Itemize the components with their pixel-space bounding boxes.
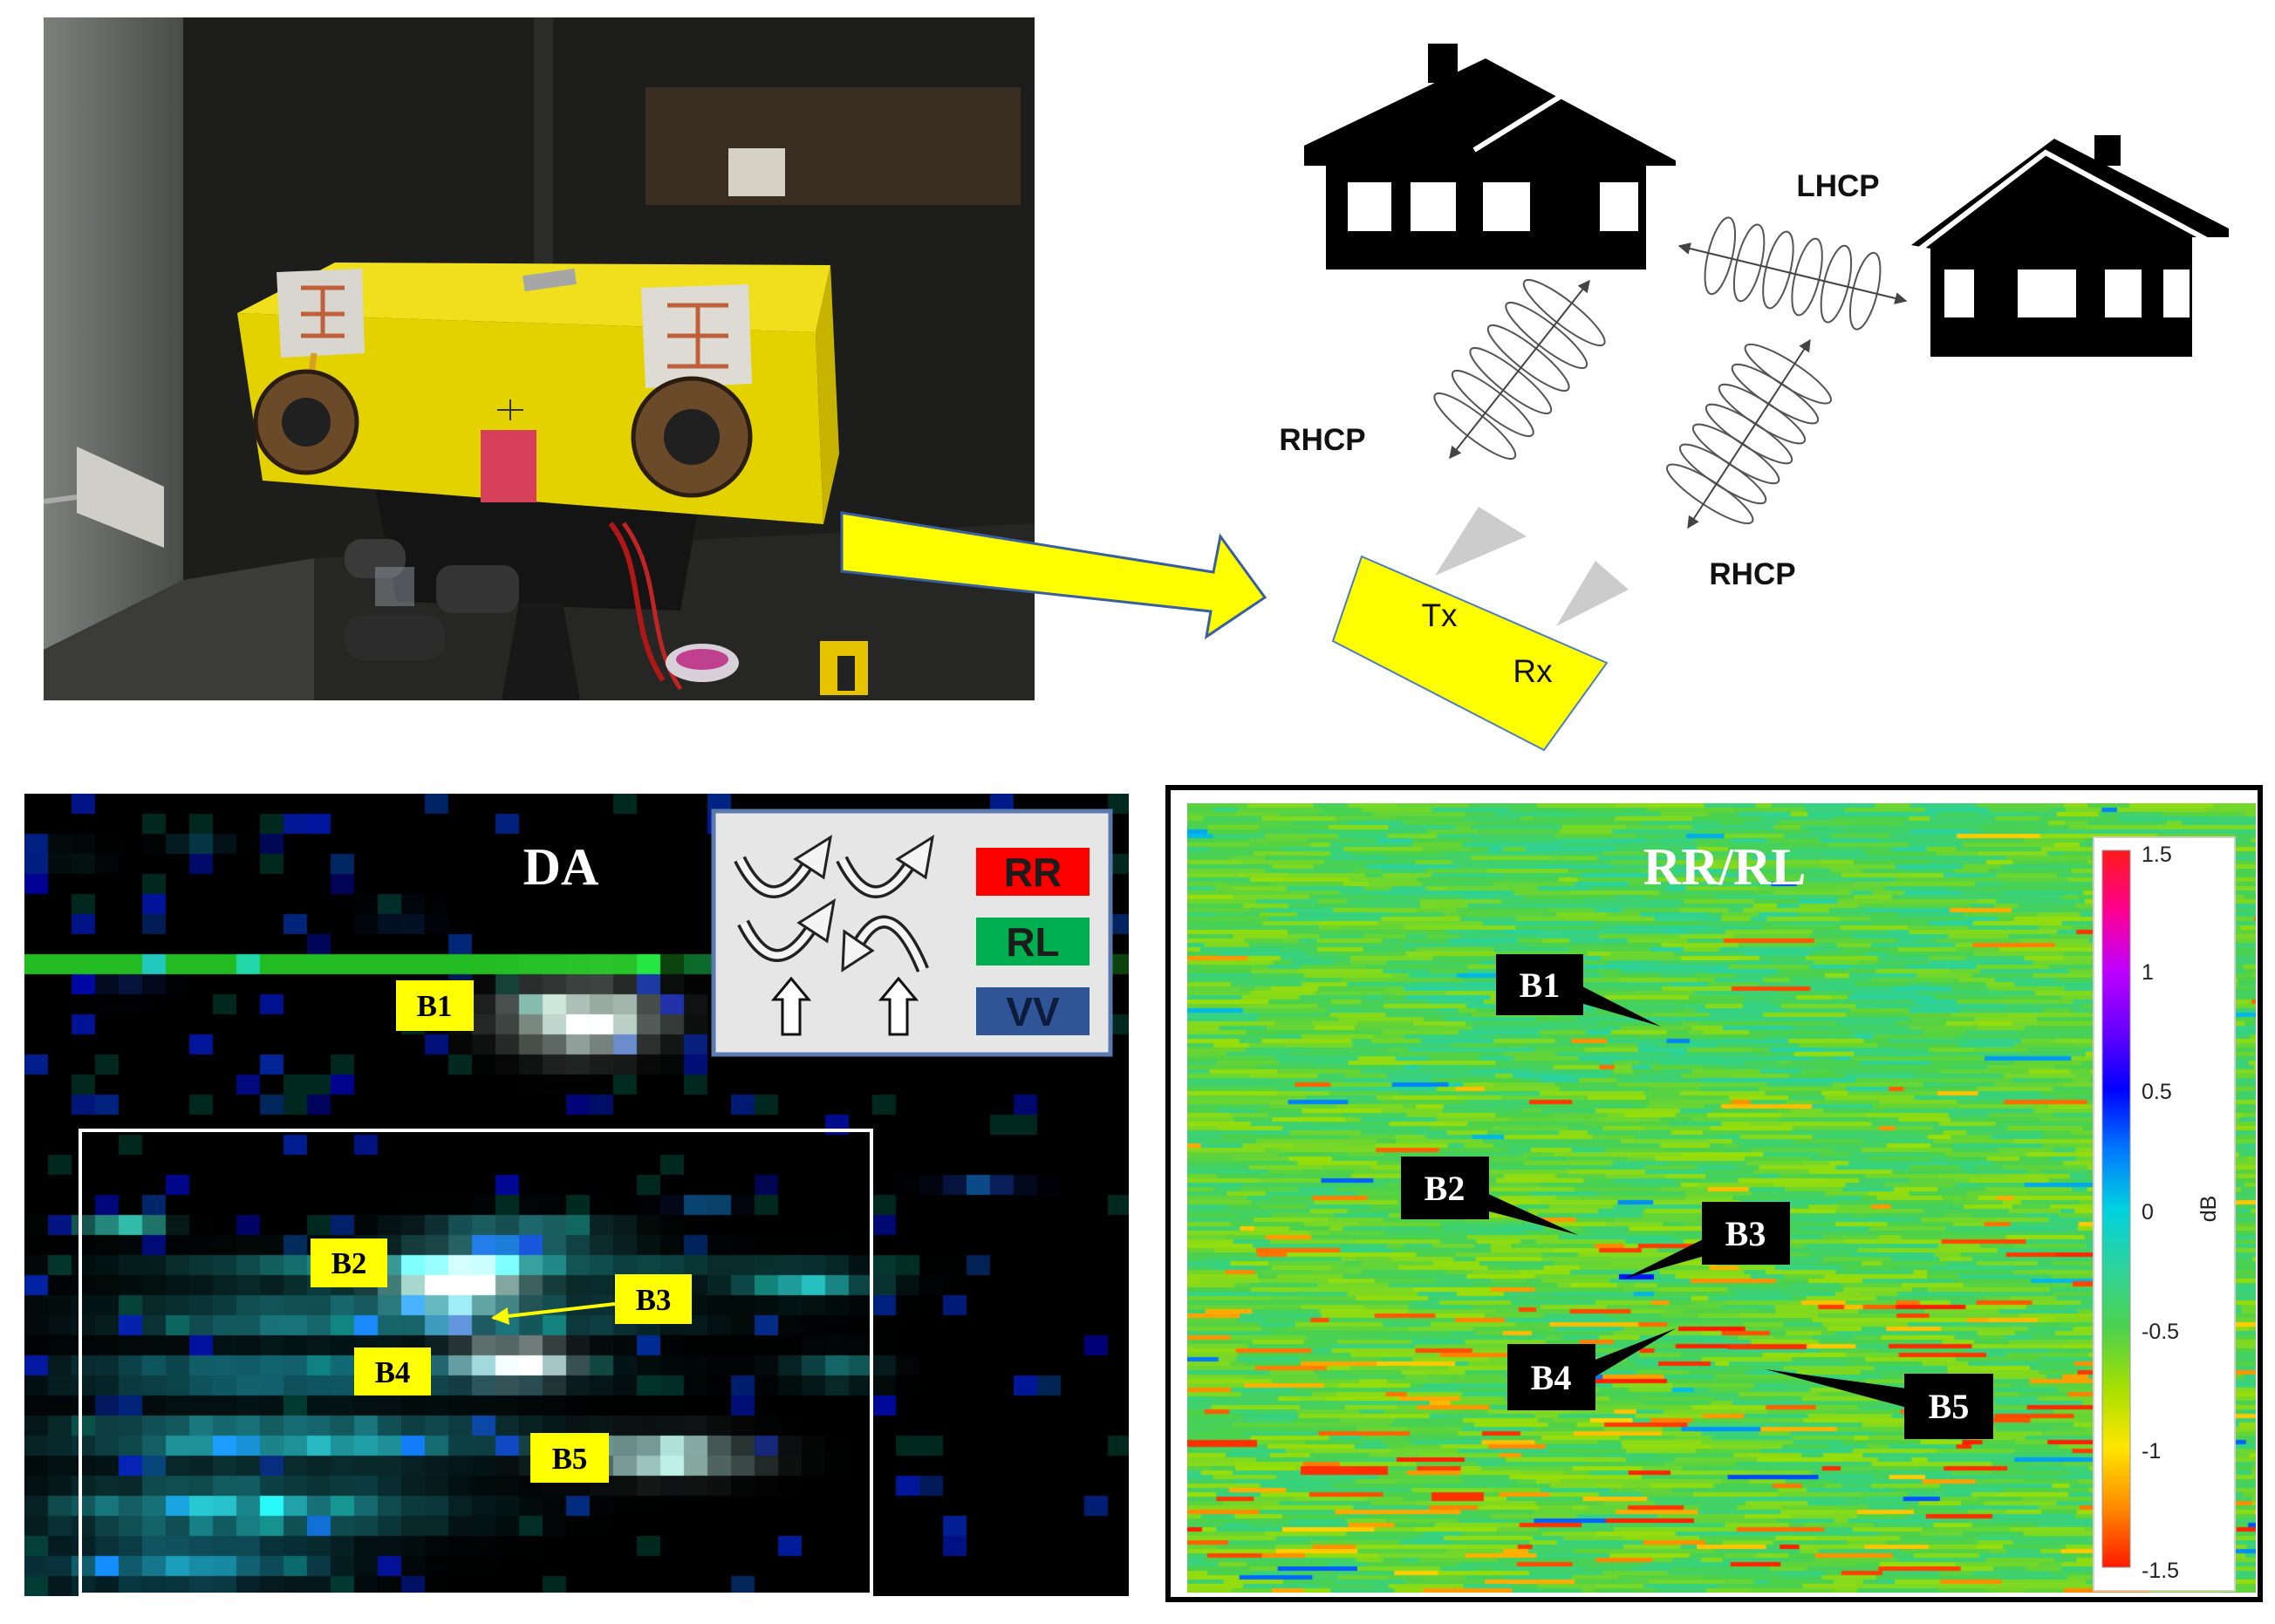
rhcp-helix-icon [1433,278,1606,461]
house-left-icon [1304,44,1676,270]
rhcp-helix-icon [1666,338,1832,529]
legend-vv-swatch [976,987,1090,1035]
colorbar-unit: dB [2196,1196,2221,1223]
rhcp-label-left: RHCP [1279,423,1365,457]
colorbar: 1.5 1 0.5 0 -0.5 -1 -1.5 dB [2093,836,2236,1592]
rrrl-panel: RR/RL B1 B2 B3 B4 B5 1.5 1 [1165,785,2263,1602]
rx-label: Rx [1513,653,1553,689]
legend-rr-swatch [976,848,1090,896]
radiator [77,447,164,548]
rrrl-label-text: B5 [1929,1387,1970,1426]
lhcp-helix-icon [1677,216,1908,331]
rrrl-label-text: B3 [1725,1214,1766,1253]
b3-pointer-arrow-icon [491,1302,616,1325]
b5-pointer [1766,1369,1907,1408]
legend-rl-label: RL [1006,919,1059,965]
radar-device-photo [43,17,1035,700]
colorbar-tick: 0 [2142,1200,2154,1225]
rrrl-title: RR/RL [1643,838,1807,896]
left-antenna [253,269,365,475]
rhcp-label-right: RHCP [1709,557,1795,591]
legend-rl-swatch [976,918,1090,966]
colorbar-tick: 1 [2142,960,2154,985]
da-label-text: B2 [331,1246,367,1280]
rrrl-label-b1: B1 [1496,954,1583,1015]
da-title: DA [523,838,599,896]
propagation-axis [1687,338,1811,529]
odd-bounce-arrows-icon [737,897,929,972]
b1-pointer [1581,986,1661,1027]
floor-left [44,558,314,700]
da-label-b2: B2 [311,1238,387,1287]
da-label-text: B3 [636,1283,672,1317]
rrrl-label-text: B4 [1531,1358,1572,1397]
b4-pointer [1593,1328,1676,1378]
wall-poster [728,148,785,196]
double-bounce-arrows-icon [734,834,935,898]
colorbar-tick: 0.5 [2142,1080,2172,1104]
yellow-pointer-arrow-icon [840,511,1267,640]
colorbar-tick: -0.5 [2142,1320,2179,1344]
colorbar-tick: -1.5 [2142,1559,2179,1583]
da-panel: DA [79,809,1113,1596]
legend-vv-label: VV [1006,989,1060,1034]
propagation-axis [1677,242,1908,304]
colorbar-tick: -1 [2142,1439,2161,1464]
wall [44,17,183,650]
rrrl-ratio-heatmap [1187,803,2256,1593]
da-label-b4: B4 [354,1348,431,1395]
b2-pointer [1486,1193,1578,1235]
red-sticker [481,430,536,502]
colorbar-tick: 1.5 [2142,843,2172,867]
lhcp-label: LHCP [1796,169,1879,203]
region-of-interest-box [79,1129,873,1596]
b3-pointer [1624,1238,1705,1279]
tx-beam-icon [1435,507,1527,576]
tx-label: Tx [1421,597,1458,633]
da-label-text: B1 [417,989,453,1023]
legend-rr-label: RR [1004,850,1062,895]
da-label-b1: B1 [396,980,474,1031]
rrrl-label-text: B1 [1520,966,1561,1005]
propagation-axis [1449,279,1590,460]
da-label-text: B4 [375,1355,411,1389]
rrrl-label-text: B2 [1424,1169,1465,1208]
da-label-text: B5 [552,1442,588,1476]
rrrl-label-b2: B2 [1401,1157,1489,1219]
house-right-icon [1911,135,2229,357]
panel-frame [1165,785,2263,1602]
rrrl-label-b3: B3 [1702,1202,1790,1265]
colorbar-gradient [2101,850,2131,1568]
back-shelf [646,87,1021,205]
rrrl-label-b5: B5 [1904,1374,1993,1439]
up-arrows-icon [770,976,919,1036]
rrrl-label-b4: B4 [1507,1344,1595,1410]
right-antenna [631,284,753,498]
polarization-legend: RR RL VV [711,809,1113,1057]
tx-rx-radar-box: Tx Rx [1331,507,1629,752]
da-label-b5: B5 [530,1433,609,1483]
da-label-b3: B3 [615,1274,692,1324]
rx-beam-icon [1556,561,1629,626]
